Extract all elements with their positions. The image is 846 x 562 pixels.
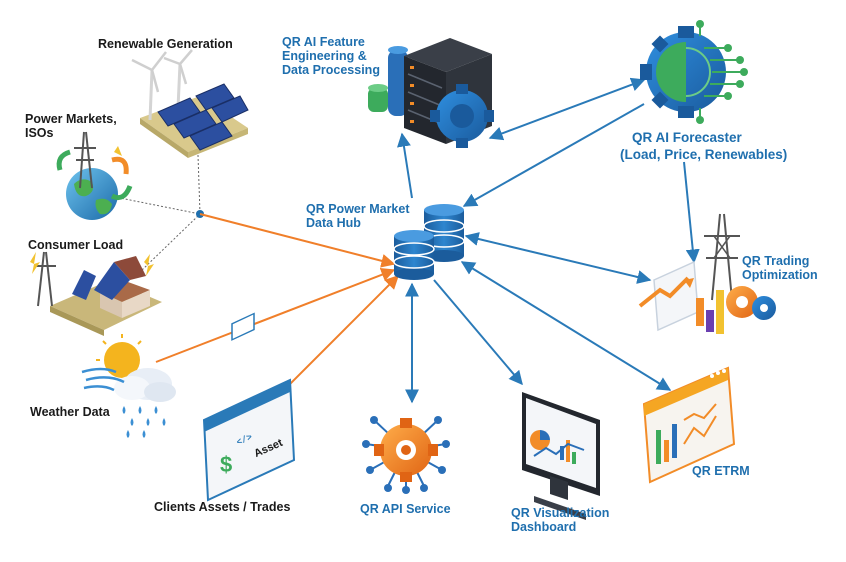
dotted-link-renewable: [197, 154, 201, 215]
api-gear-icon: [362, 416, 450, 494]
arrow-hub-visualization: [433, 279, 523, 386]
visualization-dashboard-label: QR Visualization Dashboard: [511, 506, 610, 534]
arrow-clients-to-hub: [289, 275, 399, 385]
etrm-window-icon: [642, 366, 736, 484]
trading-optimization-label: QR Trading Optimization: [742, 254, 818, 282]
ai-gear-icon: [640, 20, 748, 124]
arrow-hub-trading: [464, 232, 652, 284]
clients-assets-label: Clients Assets / Trades: [154, 500, 291, 514]
weather-data-label: Weather Data: [30, 405, 110, 419]
monitor-dashboard-icon: [522, 392, 600, 520]
connectors: [109, 77, 700, 404]
asset-document-icon: $ Asset </>: [202, 312, 296, 502]
forecaster-title-label: QR AI Forecaster: [632, 130, 742, 145]
arrow-junction-to-hub: [199, 213, 396, 268]
arrow-hub-to-feature: [397, 132, 413, 199]
server-gear-icon: [368, 38, 494, 148]
arrow-forecaster-to-hub: [462, 103, 645, 207]
arrow-forecaster-to-trading: [683, 161, 700, 264]
arrow-feature-to-forecaster: [488, 77, 646, 141]
power-tower-globe-icon: [56, 131, 133, 220]
arrow-weather-to-hub: [155, 268, 396, 363]
forecaster-subtitle-label: (Load, Price, Renewables): [620, 147, 788, 162]
api-service-label: QR API Service: [360, 502, 451, 516]
database-icon: [393, 204, 465, 280]
renewable-generation-label: Renewable Generation: [98, 37, 233, 51]
etrm-label: QR ETRM: [692, 464, 750, 478]
house-solar-icon: [30, 251, 162, 336]
dollar-icon: $: [220, 452, 232, 477]
feature-engineering-label: QR AI Feature Engineering & Data Process…: [282, 35, 380, 77]
trading-tower-icon: [638, 213, 776, 334]
power-markets-label: Power Markets, ISOs: [25, 112, 117, 140]
wind-turbine-solar-icon: [131, 49, 249, 158]
weather-cloud-icon: [81, 334, 176, 438]
dotted-link-consumer: [141, 213, 201, 271]
data-hub-label: QR Power Market Data Hub: [306, 202, 410, 230]
dotted-link-markets: [109, 195, 201, 215]
arrow-hub-etrm: [460, 261, 672, 391]
consumer-load-label: Consumer Load: [28, 238, 124, 252]
